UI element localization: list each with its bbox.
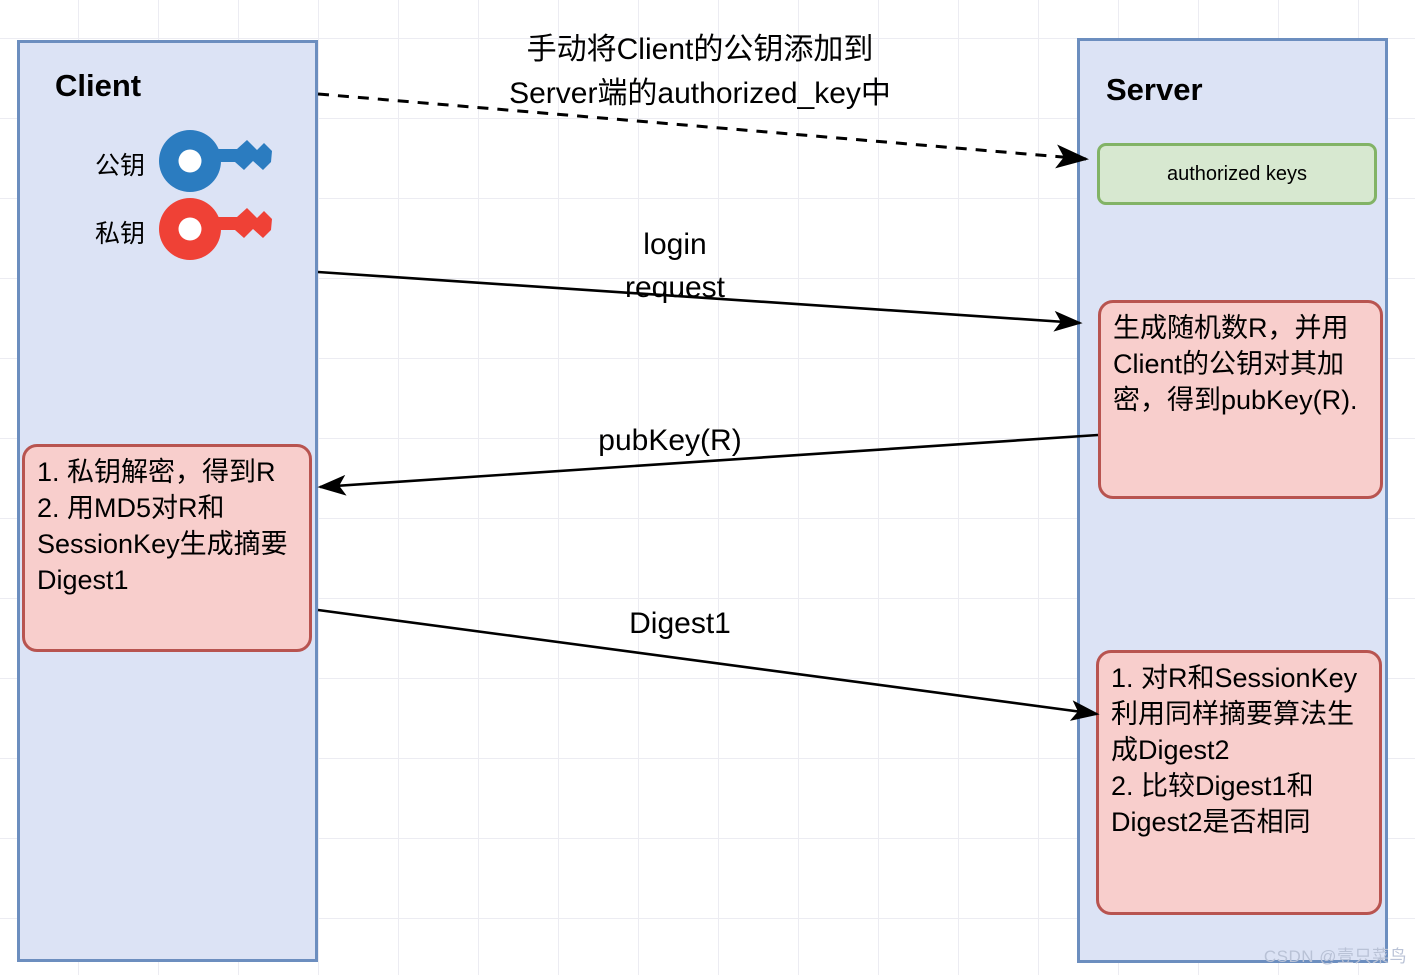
private-key-label: 私钥	[95, 219, 146, 248]
client-private-key-row: 私钥	[95, 198, 273, 265]
edge-label-pubkey-r: pubKey(R)	[598, 424, 742, 457]
server-note-random: 生成随机数R，并用Client的公钥对其加密，得到pubKey(R).	[1098, 300, 1383, 499]
edge-label-digest1: Digest1	[629, 607, 731, 640]
watermark: CSDN @壹只菜鸟	[1263, 947, 1407, 966]
key-icon-red	[159, 198, 273, 265]
client-public-key-row: 公钥	[95, 130, 273, 197]
public-key-label: 公钥	[95, 151, 146, 180]
key-icon-blue	[159, 130, 273, 197]
edge-label-login-request: login request	[624, 228, 726, 304]
client-note: 1. 私钥解密，得到R 2. 用MD5对R和SessionKey生成摘要Dige…	[22, 444, 312, 652]
authorized-keys-box: authorized keys	[1097, 143, 1377, 205]
edge-label-manual-add-key: 手动将Client的公钥添加到 Server端的authorized_key中	[509, 33, 891, 110]
server-note-verify: 1. 对R和SessionKey利用同样摘要算法生成Digest2 2. 比较D…	[1096, 650, 1382, 915]
client-title: Client	[55, 68, 142, 103]
server-title: Server	[1106, 72, 1203, 107]
